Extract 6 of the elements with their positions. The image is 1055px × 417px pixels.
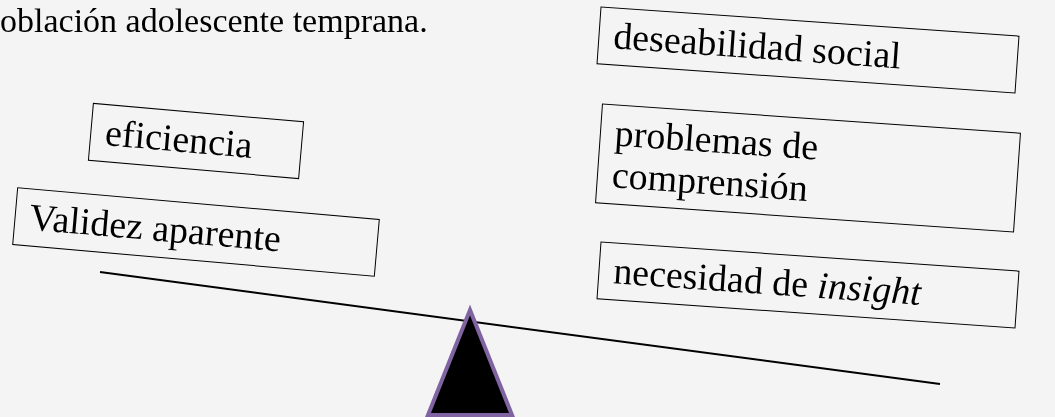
factor-box: deseabilidad social [596,6,1020,94]
factor-box: problemas de comprensión [595,103,1021,233]
factor-box: eficiencia [87,102,305,180]
factor-box: necesidad de insight [596,241,1020,329]
heading-text: oblación adolescente temprana. [0,2,428,40]
factor-box: Validez aparente [12,187,380,277]
